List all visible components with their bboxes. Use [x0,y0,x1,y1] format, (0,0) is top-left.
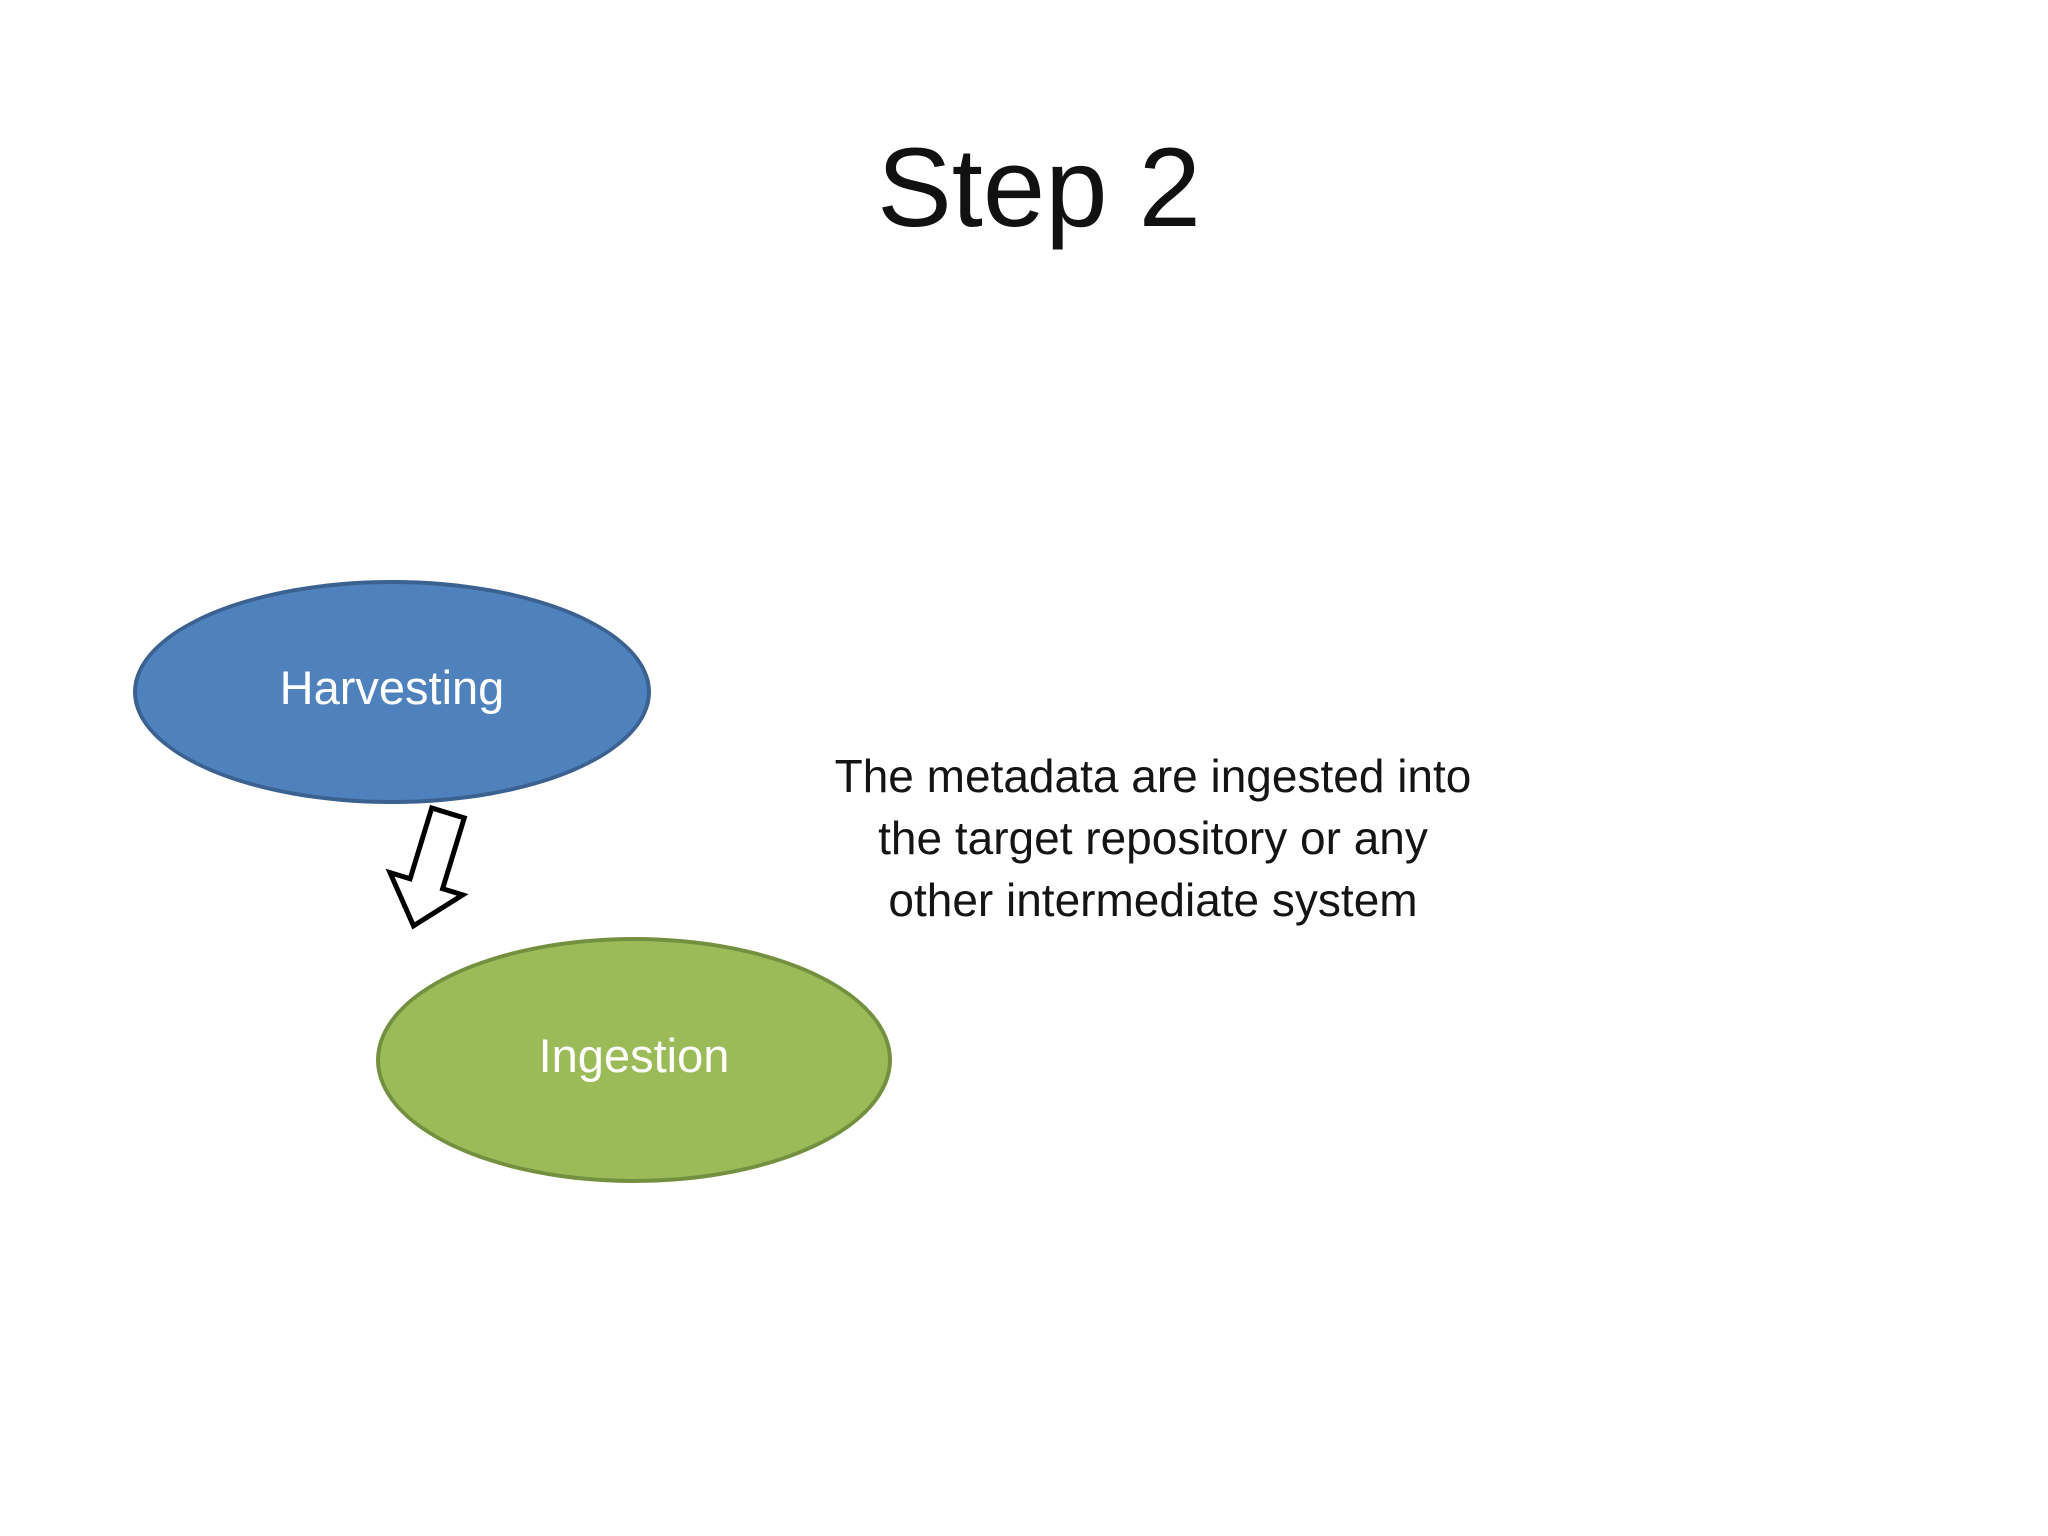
harvesting-ellipse: Harvesting [133,580,651,804]
ingestion-ellipse: Ingestion [376,937,892,1183]
down-right-block-arrow-icon [385,804,469,930]
harvesting-label: Harvesting [279,661,505,715]
slide-title: Step 2 [877,125,1201,250]
ingestion-label: Ingestion [538,1029,730,1083]
annotation-text: The metadata are ingested into the targe… [834,750,1472,926]
